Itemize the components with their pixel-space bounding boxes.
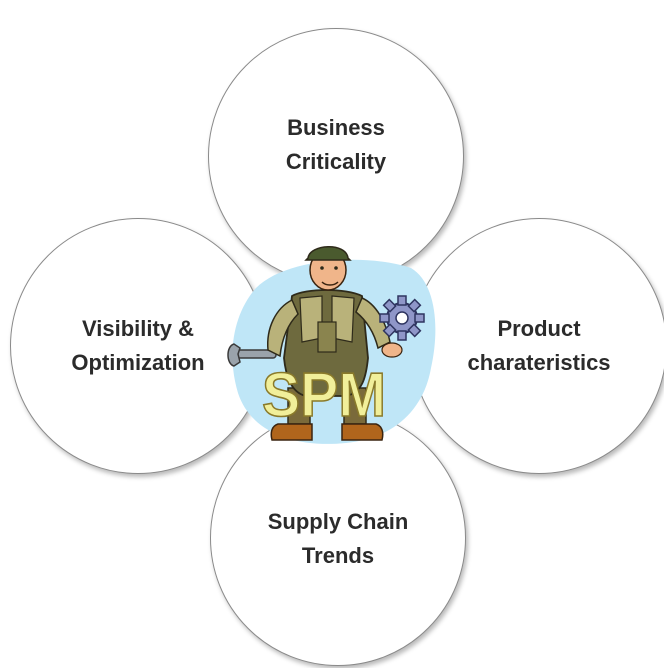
label-supply-chain-trends: Supply Chain Trends (210, 505, 466, 573)
right-boot (341, 423, 384, 441)
label-supply-chain-trends-line1: Supply Chain (267, 509, 409, 534)
wrench-icon (227, 343, 277, 367)
label-product-charateristics-line1: Product (497, 316, 581, 341)
label-product-charateristics: Product charateristics (411, 312, 664, 380)
spm-worker-clipart: SPM (227, 246, 436, 444)
label-business-criticality-line2: Criticality (285, 149, 387, 174)
label-visibility-optimization: Visibility & Optimization (10, 312, 266, 380)
gear-icon (379, 295, 425, 341)
left-boot (270, 423, 313, 441)
label-product-charateristics-line2: charateristics (467, 350, 611, 375)
right-arm (355, 297, 391, 350)
circle-visibility-optimization (10, 218, 266, 474)
label-visibility-optimization-line2: Optimization (71, 350, 205, 375)
worker-head (304, 246, 352, 291)
circle-business-criticality (208, 28, 464, 284)
label-supply-chain-trends-line2: Trends (301, 543, 375, 568)
circle-supply-chain-trends (210, 410, 466, 666)
label-business-criticality: Business Criticality (208, 111, 464, 179)
label-business-criticality-line1: Business (287, 115, 385, 140)
spm-wordmark: SPM (262, 361, 386, 430)
label-visibility-optimization-line1: Visibility & (81, 316, 195, 341)
left-arm (267, 298, 299, 358)
